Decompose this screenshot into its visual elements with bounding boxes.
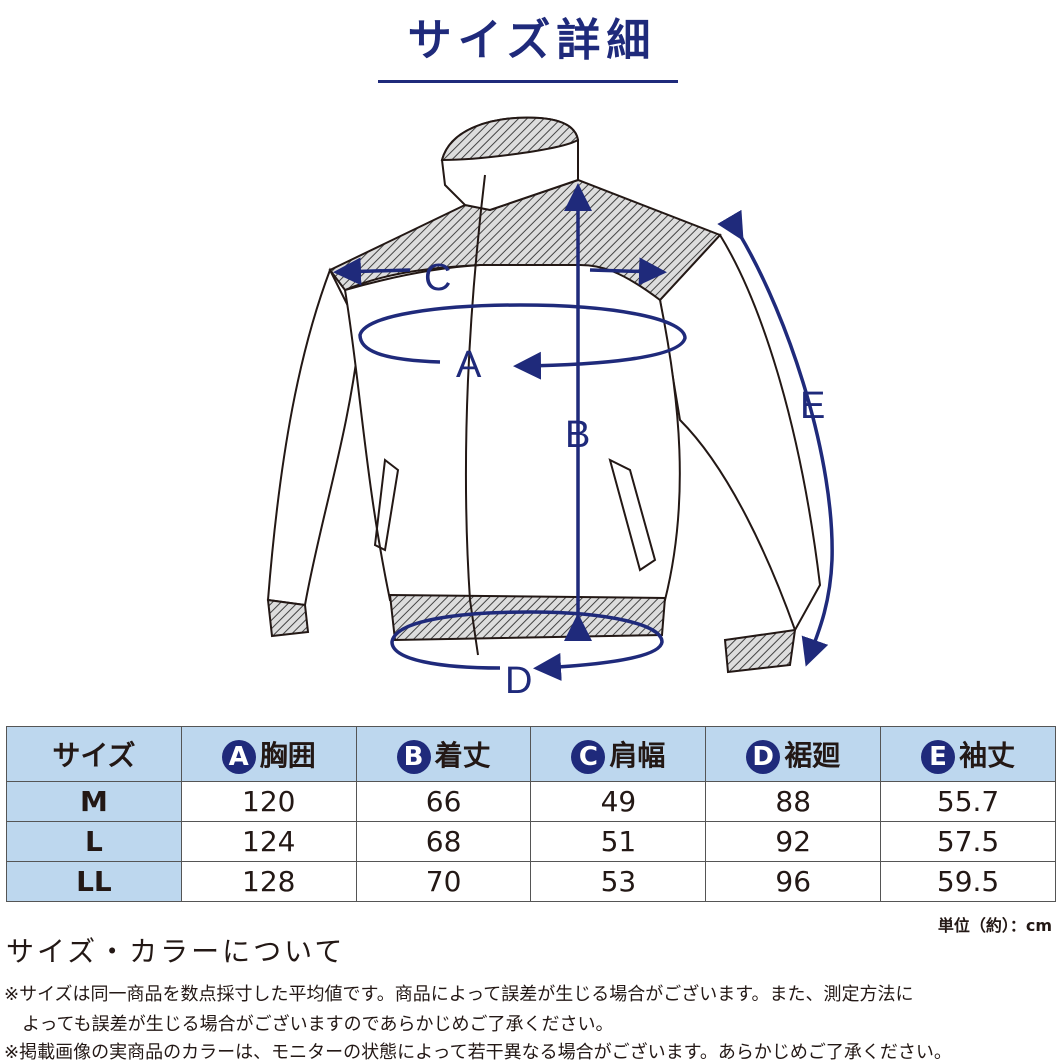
circle-e-icon: E bbox=[921, 740, 956, 774]
header-size: サイズ bbox=[6, 726, 182, 782]
note-1-cont: よっても誤差が生じる場合がございますのであらかじめご了承ください。 bbox=[4, 1014, 614, 1035]
label-a: A bbox=[456, 344, 482, 386]
arrow-e bbox=[717, 209, 834, 667]
page-title: サイズ詳細 bbox=[407, 15, 657, 66]
section-title: サイズ・カラーについて bbox=[6, 935, 346, 968]
label-e: E bbox=[800, 385, 825, 427]
jacket-outline bbox=[266, 116, 822, 674]
unit-label: 単位（約）：cm bbox=[937, 916, 1052, 935]
label-c: C bbox=[424, 257, 451, 299]
circle-d-icon: D bbox=[746, 740, 781, 774]
arrow-a bbox=[358, 303, 687, 380]
jacket-diagram: C A B D E bbox=[266, 116, 834, 700]
note-2: ※掲載画像の実商品のカラーは、モニターの状態によって若干異なる場合がございます。… bbox=[4, 1042, 952, 1063]
circle-a-icon: A bbox=[221, 740, 256, 774]
arrow-c-left bbox=[333, 257, 411, 286]
label-b: B bbox=[565, 414, 590, 456]
arrow-d bbox=[390, 610, 664, 681]
circle-c-icon: C bbox=[571, 740, 606, 774]
note-1: ※サイズは同一商品を数点採寸した平均値です。商品によって誤差が生じる場合がござい… bbox=[4, 984, 914, 1005]
title-underline bbox=[378, 80, 678, 83]
label-d: D bbox=[505, 660, 532, 700]
circle-b-icon: B bbox=[396, 740, 431, 774]
